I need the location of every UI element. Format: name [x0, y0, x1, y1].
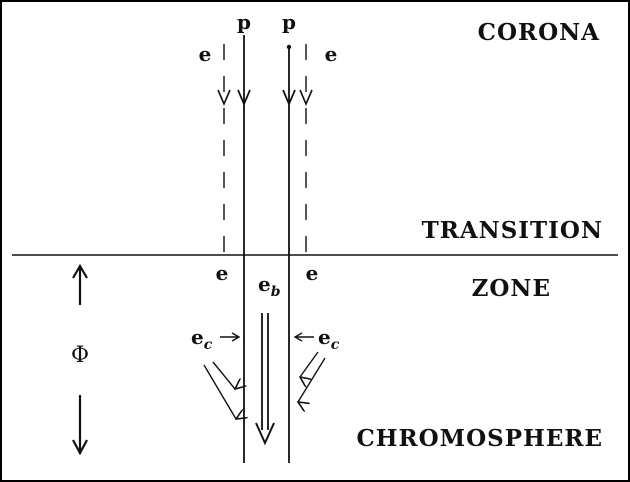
cold-arrow-right-head [293, 332, 303, 342]
flux-arrow-up-head [72, 263, 88, 279]
diagonal-arrow-right-1 [300, 351, 319, 377]
electron-label-boundary-right: e [306, 261, 319, 285]
zone-label: ZONE [472, 275, 551, 302]
proton-label-right: p [282, 10, 296, 34]
transition-label: TRANSITION [422, 217, 603, 244]
electron-label-boundary-left: e [216, 261, 229, 285]
flux-symbol: Φ [71, 343, 89, 368]
diagonal-arrow-left-1 [212, 361, 235, 389]
electron-label-right: e [325, 42, 338, 66]
diagonal-arrow-right-2 [298, 357, 326, 402]
electron-arrow-right [299, 89, 313, 107]
beam-electron-label: eb [258, 272, 281, 300]
chromosphere-label: CHROMOSPHERE [357, 425, 604, 452]
diagonal-arrow-left-2 [203, 364, 236, 419]
flux-arrow-down-head [72, 439, 88, 456]
electron-label-left: e [199, 42, 212, 66]
proton-dot-right [286, 44, 292, 50]
cold-arrow-left-head [231, 332, 241, 342]
corona-label: CORONA [478, 19, 601, 46]
proton-label-left: p [237, 10, 251, 34]
proton-arrow-right [282, 89, 296, 107]
proton-arrow-left [237, 89, 251, 107]
cold-electron-label-right: ec [318, 325, 340, 353]
beam-arrow-head [255, 422, 275, 446]
cold-electron-label-left: ec [191, 325, 213, 353]
electron-arrow-left [217, 89, 231, 107]
